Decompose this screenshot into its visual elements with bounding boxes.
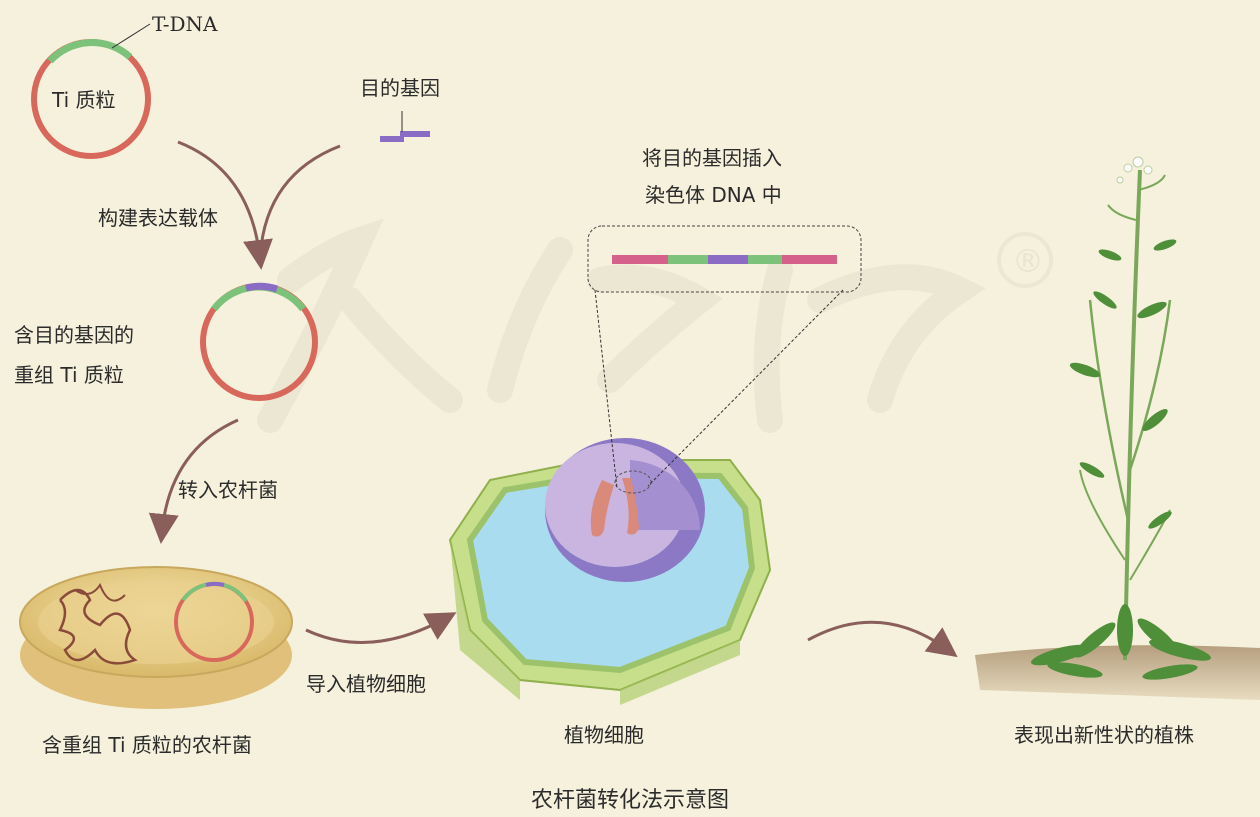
transform-agrobacterium-label: 转入农杆菌 — [178, 477, 278, 503]
target-gene-label: 目的基因 — [360, 75, 440, 101]
new-trait-plant-label: 表现出新性状的植株 — [1014, 722, 1194, 748]
insert-gene-label-line2: 染色体 DNA 中 — [645, 182, 782, 208]
ti-plasmid-label: Ti 质粒 — [52, 87, 116, 113]
tdna-label: T-DNA — [152, 11, 218, 37]
chromosome-dna-strand — [612, 255, 837, 264]
agrobacterium-graphic — [20, 567, 292, 709]
build-vector-label: 构建表达载体 — [98, 205, 218, 231]
plant-cell-graphic — [450, 438, 770, 705]
arrow-ti-to-vector — [178, 142, 260, 258]
arrow-to-agrobacterium — [162, 420, 238, 532]
arrow-to-plant — [808, 622, 948, 650]
arrow-to-plant-cell — [306, 618, 446, 643]
recombinant-ti-label-line2: 重组 Ti 质粒 — [14, 362, 124, 388]
transgenic-plant-graphic — [975, 157, 1260, 700]
figure-caption: 农杆菌转化法示意图 — [0, 782, 1260, 814]
insert-gene-label-line1: 将目的基因插入 — [642, 145, 782, 171]
recombinant-ti-label-line1: 含目的基因的 — [14, 322, 134, 348]
watermark-symbol: ® — [1012, 242, 1044, 280]
agrobacterium-label: 含重组 Ti 质粒的农杆菌 — [42, 732, 252, 758]
introduce-plant-cell-label: 导入植物细胞 — [306, 671, 426, 697]
target-gene-fragment — [380, 111, 430, 142]
plant-cell-label: 植物细胞 — [564, 722, 644, 748]
